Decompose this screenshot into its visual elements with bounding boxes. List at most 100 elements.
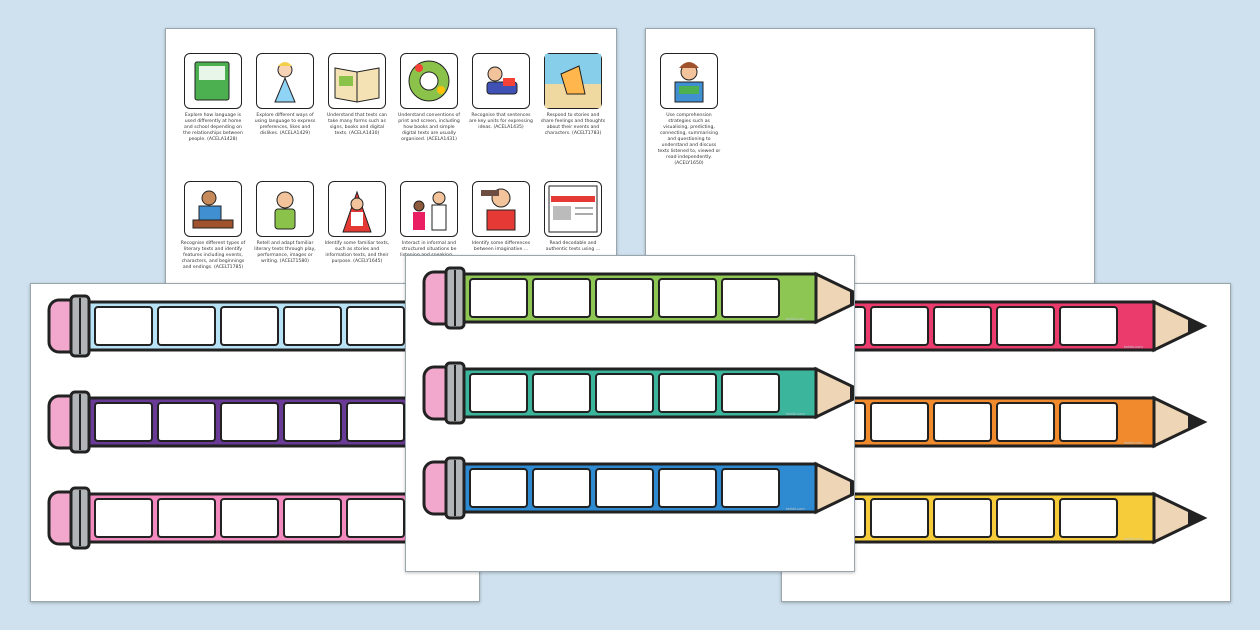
pencil-card-slot[interactable] bbox=[658, 373, 717, 413]
open-book-icon bbox=[328, 53, 386, 109]
pencil-lead bbox=[850, 480, 854, 496]
pencil-card-slot[interactable] bbox=[870, 306, 929, 346]
pencil-card-slot[interactable] bbox=[469, 373, 528, 413]
pencil-card-slot[interactable] bbox=[933, 306, 992, 346]
pencil-card-slot[interactable] bbox=[94, 306, 153, 346]
newspaper-icon bbox=[544, 181, 602, 237]
curriculum-card: Understand that texts can take many form… bbox=[324, 53, 390, 137]
pencil-lead bbox=[1188, 510, 1204, 526]
curriculum-card-text: Understand that texts can take many form… bbox=[326, 113, 388, 136]
watermark-text: twinkl.com bbox=[1124, 536, 1143, 541]
pencil-strip: twinkl.com bbox=[422, 266, 854, 330]
pencil-card-slot[interactable] bbox=[157, 306, 216, 346]
curriculum-card: Identify some differences between imagin… bbox=[468, 181, 534, 253]
pencil-card-slot[interactable] bbox=[157, 498, 216, 538]
pencil-card-slot[interactable] bbox=[595, 278, 654, 318]
pencil-card-slot[interactable] bbox=[346, 498, 405, 538]
pencil-lead bbox=[850, 385, 854, 401]
curriculum-card-text: Recognise that sentences are key units f… bbox=[469, 113, 533, 130]
watermark-text: twinkl.com bbox=[786, 506, 805, 511]
pencil-card-slot[interactable] bbox=[721, 468, 780, 508]
curriculum-card-text: Identify some differences between imagin… bbox=[471, 241, 531, 252]
pencil-strip: twinkl.com bbox=[782, 390, 1208, 454]
pencil-card-slot[interactable] bbox=[996, 498, 1055, 538]
pencil-lead bbox=[1188, 318, 1204, 334]
pencil-tip bbox=[814, 271, 854, 325]
pencil-card-slot[interactable] bbox=[658, 468, 717, 508]
pencil-card-slot[interactable] bbox=[532, 373, 591, 413]
pencil-card-slot[interactable] bbox=[157, 402, 216, 442]
pencil-card-slot[interactable] bbox=[1059, 498, 1118, 538]
pencil-strip: twinkl.com bbox=[422, 361, 854, 425]
pencil-tip bbox=[1152, 491, 1208, 545]
pencil-sheet-center: twinkl.com twinkl.com twinkl.com bbox=[405, 255, 855, 572]
curriculum-card: Respond to stories and share feelings an… bbox=[540, 53, 606, 137]
pencil-card-slot[interactable] bbox=[595, 373, 654, 413]
pencil-card-slot[interactable] bbox=[94, 402, 153, 442]
pencil-strip: twinkl.com bbox=[47, 486, 479, 550]
pencil-card-slot[interactable] bbox=[283, 498, 342, 538]
boy-with-book-icon bbox=[472, 181, 530, 237]
children-talking-icon bbox=[400, 181, 458, 237]
pencil-tip bbox=[814, 461, 854, 515]
book-icon bbox=[184, 53, 242, 109]
curriculum-card-text: Identify some familiar texts, such as st… bbox=[324, 241, 390, 264]
pencil-card-slot[interactable] bbox=[532, 468, 591, 508]
pencil-card-slot[interactable] bbox=[870, 402, 929, 442]
curriculum-card-text: Use comprehension strategies such as vis… bbox=[657, 113, 721, 166]
pencil-card-slot[interactable] bbox=[532, 278, 591, 318]
pencil-card-slot[interactable] bbox=[1059, 402, 1118, 442]
curriculum-card: Interact in informal and structured situ… bbox=[396, 181, 462, 259]
pencil-lead bbox=[1188, 414, 1204, 430]
pencil-card-slot[interactable] bbox=[870, 498, 929, 538]
watermark-text: twinkl.com bbox=[786, 411, 805, 416]
princess-icon bbox=[256, 53, 314, 109]
pencil-card-slot[interactable] bbox=[721, 373, 780, 413]
pencil-card-slot[interactable] bbox=[469, 278, 528, 318]
pencil-card-slot[interactable] bbox=[220, 402, 279, 442]
watermark-text: twinkl.com bbox=[1124, 344, 1143, 349]
watermark-text: twinkl.com bbox=[1124, 440, 1143, 445]
boy-talking-icon bbox=[256, 181, 314, 237]
pencil-card-slot[interactable] bbox=[658, 278, 717, 318]
pencil-card-slot[interactable] bbox=[996, 306, 1055, 346]
reading-wheel-icon bbox=[400, 53, 458, 109]
curriculum-card-text: Retell and adapt familiar literary texts… bbox=[254, 241, 316, 264]
pencil-card-slot[interactable] bbox=[933, 402, 992, 442]
curriculum-card-text: Read decodable and authentic texts using… bbox=[545, 241, 601, 252]
pencil-card-slot[interactable] bbox=[283, 402, 342, 442]
pencil-strip: twinkl.com bbox=[422, 456, 854, 520]
curriculum-card-text: Respond to stories and share feelings an… bbox=[540, 113, 606, 136]
pencil-card-slot[interactable] bbox=[721, 278, 780, 318]
curriculum-card-text: Recognise different types of literary te… bbox=[180, 241, 246, 270]
pencil-card-slot[interactable] bbox=[346, 402, 405, 442]
pencil-card-slot[interactable] bbox=[283, 306, 342, 346]
curriculum-card: Read decodable and authentic texts using… bbox=[540, 181, 606, 253]
curriculum-card: Recognise that sentences are key units f… bbox=[468, 53, 534, 131]
pencil-card-slot[interactable] bbox=[220, 306, 279, 346]
curriculum-card: Recognise different types of literary te… bbox=[180, 181, 246, 271]
pencil-card-slot[interactable] bbox=[469, 468, 528, 508]
curriculum-card: Use comprehension strategies such as vis… bbox=[656, 53, 722, 167]
curriculum-card: Understand conventions of print and scre… bbox=[396, 53, 462, 143]
pencil-card-slot[interactable] bbox=[220, 498, 279, 538]
pencil-tip bbox=[1152, 299, 1208, 353]
curriculum-card: Explore how language is used differently… bbox=[180, 53, 246, 143]
pencil-card-slot[interactable] bbox=[346, 306, 405, 346]
pencil-tip bbox=[1152, 395, 1208, 449]
pencil-card-slot[interactable] bbox=[94, 498, 153, 538]
pencil-tip bbox=[814, 366, 854, 420]
pencil-card-slot[interactable] bbox=[996, 402, 1055, 442]
pencil-card-slot[interactable] bbox=[933, 498, 992, 538]
pencil-card-slot[interactable] bbox=[1059, 306, 1118, 346]
curriculum-cards-sheet-1: Explore how language is used differently… bbox=[165, 28, 617, 290]
curriculum-card-text: Explore different ways of using language… bbox=[254, 113, 316, 136]
curriculum-card-text: Explore how language is used differently… bbox=[183, 113, 243, 142]
curriculum-cards-sheet-2: Use comprehension strategies such as vis… bbox=[645, 28, 1095, 290]
curriculum-card: Identify some familiar texts, such as st… bbox=[324, 181, 390, 265]
beach-chair-icon bbox=[544, 53, 602, 109]
pencil-card-slot[interactable] bbox=[595, 468, 654, 508]
teacher-icon bbox=[184, 181, 242, 237]
child-reading-icon bbox=[472, 53, 530, 109]
pencil-strip: twinkl.com bbox=[47, 294, 479, 358]
